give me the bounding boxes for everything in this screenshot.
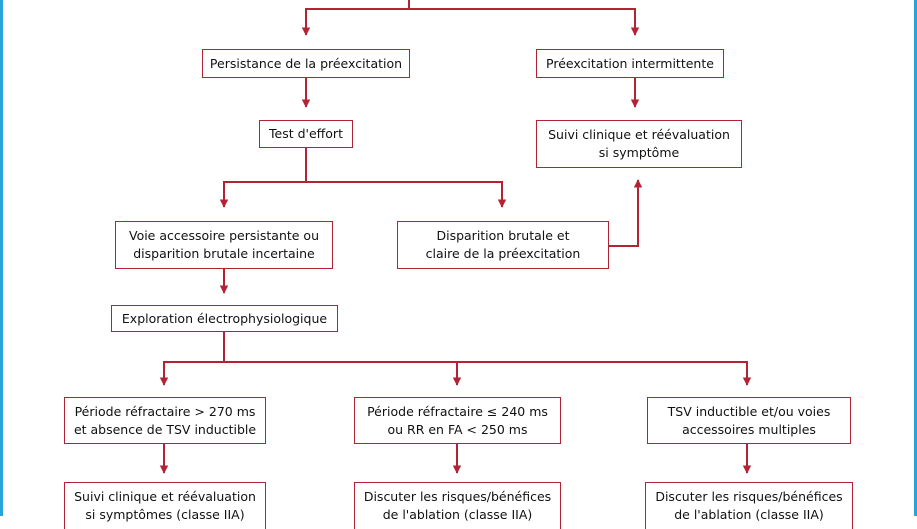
node-discuter-ablation-2: Discuter les risques/bénéfices de l'abla…: [645, 482, 853, 529]
node-tsv-inductible: TSV inductible et/ou voies accessoires m…: [647, 397, 851, 444]
connector-disparition-to-suivi: [609, 179, 643, 247]
node-persistance-preexcitation: Persistance de la préexcitation: [202, 49, 410, 78]
node-exploration-electrophysiologique: Exploration électrophysiologique: [111, 305, 338, 332]
node-periode-refractaire-240: Période réfractaire ≤ 240 ms ou RR en FA…: [354, 397, 561, 444]
node-suivi-clinique-symptome: Suivi clinique et réévaluation si symptô…: [536, 120, 742, 168]
connector-test-split: [219, 181, 507, 208]
connector-top-split: [301, 8, 640, 36]
node-discuter-ablation-1: Discuter les risques/bénéfices de l'abla…: [354, 482, 561, 529]
connector-exploration-split: [159, 361, 752, 386]
flowchart-connectors: [159, 0, 752, 474]
node-preexcitation-intermittente: Préexcitation intermittente: [536, 49, 724, 78]
node-disparition-brutale: Disparition brutale et claire de la prée…: [397, 221, 609, 269]
node-voie-accessoire: Voie accessoire persistante ou dispariti…: [115, 221, 333, 269]
node-test-effort: Test d'effort: [259, 120, 353, 148]
figure-frame: [0, 0, 917, 516]
node-periode-refractaire-270: Période réfractaire > 270 ms et absence …: [64, 397, 266, 444]
node-suivi-clinique-classe: Suivi clinique et réévaluation si symptô…: [64, 482, 266, 529]
